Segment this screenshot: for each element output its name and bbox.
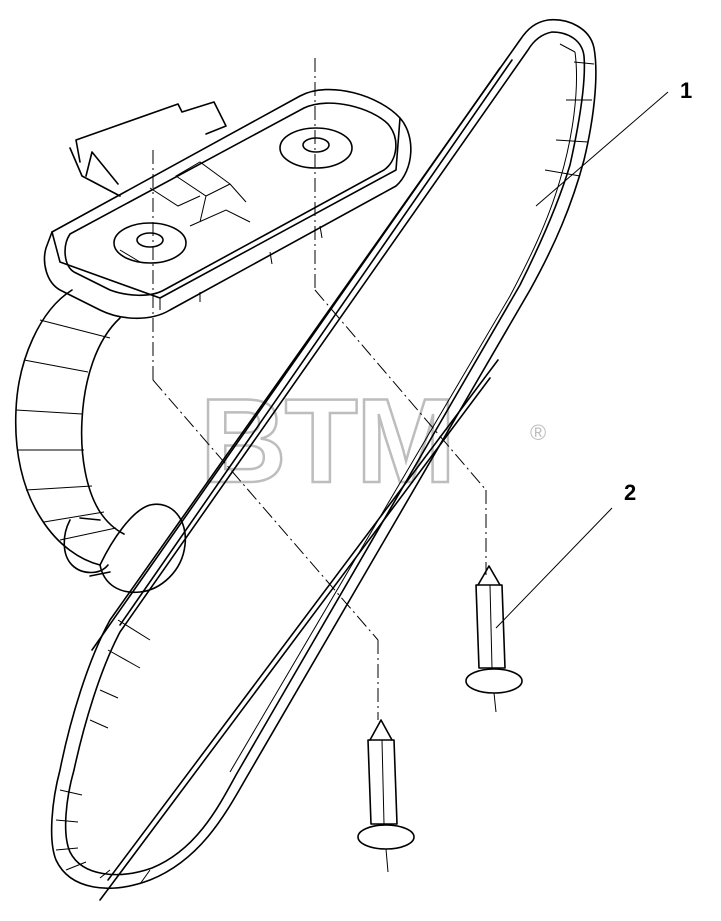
leader-line-2 (495, 507, 613, 629)
screw-left-tip (369, 719, 393, 741)
watermark: BTM ® (199, 373, 546, 510)
screw-right-axis (493, 692, 497, 713)
mirror-bevel-mid (119, 59, 513, 626)
watermark-text: BTM (200, 374, 454, 508)
base-plate-ribs (119, 161, 323, 310)
screw-right-tip (477, 565, 501, 586)
watermark-registered-mark: ® (530, 420, 546, 445)
boss-left (113, 222, 187, 264)
mounting-arm (14, 289, 187, 594)
base-plate (43, 88, 412, 320)
centerlines (152, 58, 487, 720)
callout-1: 1 (680, 78, 692, 103)
mirror-glass-edge (99, 43, 577, 879)
screw-left-axis (385, 848, 389, 873)
base-plate-outer (43, 88, 412, 320)
mirror-bevel-bottom (107, 359, 499, 881)
arm-inner (80, 317, 125, 535)
centerline-left-diagonal (152, 379, 379, 641)
screw-left (357, 719, 415, 873)
boss-right-hole (302, 137, 330, 153)
screw-right (465, 565, 523, 713)
mirror-housing-outer (50, 18, 597, 889)
ball-joint (99, 503, 187, 594)
callout-2: 2 (624, 480, 636, 505)
callouts: 1 2 (495, 78, 692, 629)
screw-left-head (357, 824, 415, 850)
mirror-housing-inner (64, 31, 586, 876)
centerline-right-diagonal (314, 289, 487, 491)
rear-bracket (69, 101, 227, 197)
base-plate-rim (64, 102, 397, 297)
screw-right-head (465, 668, 523, 694)
screw-left-shank (367, 739, 398, 825)
arm-segments (15, 319, 117, 541)
screw-left-thread (381, 739, 385, 825)
mirror-bevel-top (91, 67, 501, 651)
screw-right-thread (489, 584, 493, 669)
boss-left-hole (136, 232, 164, 248)
joint-collar (63, 517, 111, 577)
boss-right (279, 127, 353, 169)
screw-right-shank (475, 584, 506, 669)
leader-line-1 (535, 91, 669, 207)
mirror-bevel-bottom-2 (99, 377, 491, 901)
base-plate-top (51, 117, 401, 299)
housing-segments (55, 61, 595, 885)
arm-outer (14, 289, 101, 566)
